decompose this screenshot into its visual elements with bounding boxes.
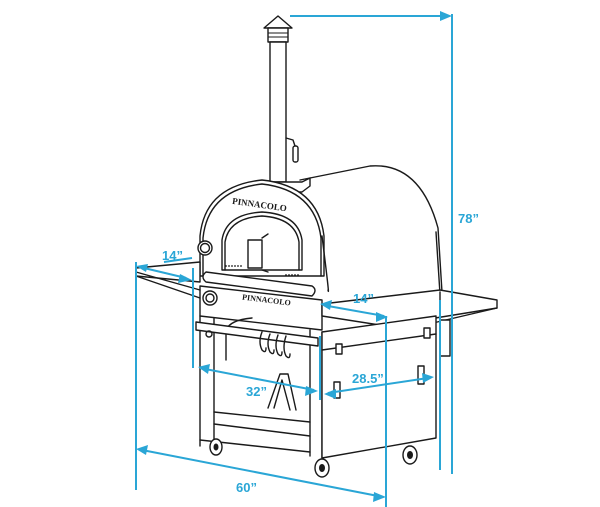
brand-logo-bottom: PINNACOLO <box>242 293 292 308</box>
cart-width-label: 32” <box>246 384 267 399</box>
gas-knob-icon <box>202 290 218 306</box>
cart <box>195 315 437 459</box>
left-shelf-depth-label: 14” <box>162 248 183 263</box>
cart-depth-dim-line <box>327 377 429 394</box>
utensil-hooks <box>259 331 291 359</box>
cart-width-dim-line <box>199 367 315 391</box>
cart-depth-label: 28.5” <box>352 371 384 386</box>
right-shelf-depth-label: 14” <box>353 291 374 306</box>
towel-bar <box>195 321 319 347</box>
overall-width-label: 60” <box>236 480 257 495</box>
oven-landing: PINNACOLO <box>199 271 323 331</box>
overall-width-dim-line <box>141 449 379 497</box>
dimension-lines <box>135 11 453 507</box>
height-label: 78” <box>458 211 479 226</box>
vent-dots <box>225 265 299 276</box>
shelf-bracket <box>439 319 451 357</box>
chimney-pipe <box>269 41 287 183</box>
damper-handle <box>285 137 296 147</box>
cart-side-panel <box>321 315 437 459</box>
chimney <box>251 15 311 193</box>
wheels <box>209 438 418 478</box>
oven-dome: PINNACOLO <box>197 165 443 295</box>
right-shelf-dim-line <box>327 305 385 317</box>
chimney-cap <box>263 15 293 29</box>
chimney-vent <box>267 27 289 43</box>
left-shelf-dim-line <box>143 267 187 279</box>
